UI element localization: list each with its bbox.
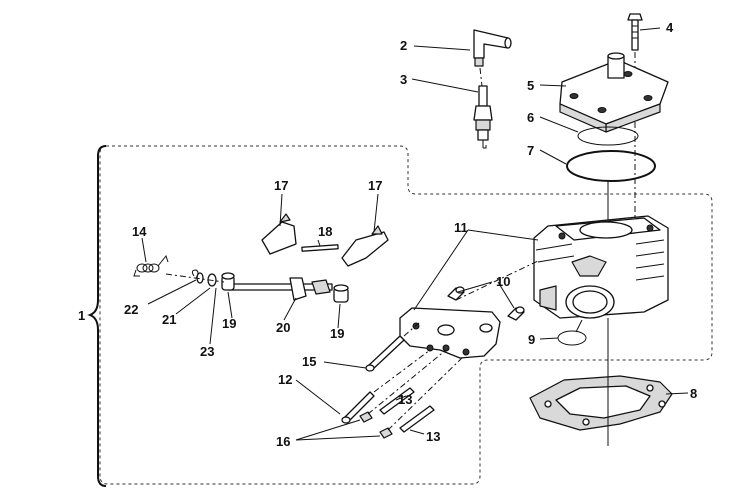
studs — [379, 387, 435, 433]
spark-plug — [473, 85, 493, 149]
callout-leaders — [141, 27, 689, 441]
dowel-centerline — [455, 259, 541, 301]
stud-centerline-a — [367, 349, 447, 415]
callout-19-left: 19 — [222, 316, 236, 331]
spring-loop — [191, 269, 199, 279]
callout-12: 12 — [278, 372, 292, 387]
o-ring-large — [566, 150, 656, 182]
throttle-shaft — [227, 277, 333, 301]
callout-13-upper: 13 — [398, 392, 412, 407]
throttle-lever — [261, 213, 297, 255]
callout-22: 22 — [124, 302, 138, 317]
callout-17-left: 17 — [274, 178, 288, 193]
base-gasket — [529, 375, 673, 431]
callout-10: 10 — [496, 274, 510, 289]
callout-11: 11 — [454, 220, 468, 235]
callout-17-right: 17 — [368, 178, 382, 193]
callout-16: 16 — [276, 434, 290, 449]
callout-9: 9 — [528, 332, 535, 347]
callout-6: 6 — [527, 110, 534, 125]
torsion-spring — [133, 254, 169, 277]
throttle-lever-2 — [341, 225, 389, 267]
o-ring-small — [577, 126, 639, 146]
cylinder-head — [559, 52, 669, 133]
callout-19-right: 19 — [330, 326, 344, 341]
head-cap-screw — [627, 13, 643, 51]
nuts — [359, 411, 393, 439]
bushing-right — [333, 284, 349, 303]
bushing-left — [221, 272, 235, 291]
cylinder-body — [533, 215, 669, 319]
callout-1: 1 — [78, 308, 85, 323]
stud-centerline-b — [387, 353, 467, 431]
callout-3: 3 — [400, 72, 407, 87]
callout-18: 18 — [318, 224, 332, 239]
plug-cap-centerline — [479, 67, 483, 87]
bolt-centerline-b — [373, 349, 431, 393]
callout-5: 5 — [527, 78, 534, 93]
callout-2: 2 — [400, 38, 407, 53]
callout-20: 20 — [276, 320, 290, 335]
callout-4: 4 — [666, 20, 674, 35]
kit-boundary-outline — [99, 145, 713, 485]
short-bolt — [341, 391, 375, 424]
kit-brace — [87, 145, 107, 487]
callout-13-lower: 13 — [426, 429, 440, 444]
spark-plug-cap — [473, 29, 512, 67]
callout-8: 8 — [690, 386, 697, 401]
callout-14: 14 — [132, 224, 147, 239]
crankcase-half — [399, 307, 501, 359]
callout-21: 21 — [162, 312, 176, 327]
long-bolt — [365, 335, 405, 372]
callout-23: 23 — [200, 344, 214, 359]
callout-15: 15 — [302, 354, 316, 369]
intake-o-ring — [557, 330, 587, 346]
bolt-centerline-a — [403, 321, 421, 337]
intake-o-ring-leader — [575, 319, 583, 333]
callout-7: 7 — [527, 143, 534, 158]
shaft-centerline — [165, 273, 225, 283]
